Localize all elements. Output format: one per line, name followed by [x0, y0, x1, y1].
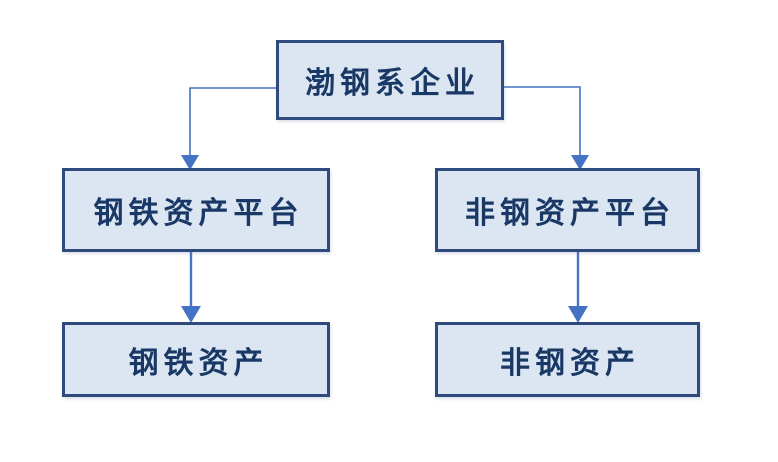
connector-line [189, 87, 276, 157]
node-label: 非钢资产 [500, 345, 640, 381]
node-steel-asset-platform: 钢铁资产平台 [62, 168, 330, 252]
arrowhead-icon [568, 306, 588, 323]
node-nonsteel-asset-platform: 非钢资产平台 [435, 168, 700, 252]
connector-nonsteel-platform-to-nonsteel-asset [568, 252, 588, 323]
arrowhead-icon [181, 306, 201, 323]
node-label: 渤钢系企业 [305, 66, 480, 101]
node-label: 非钢资产平台 [465, 196, 675, 231]
connector-line [504, 86, 581, 157]
connector-root-to-nonsteel-platform [504, 86, 589, 170]
connector-root-to-steel-platform [181, 87, 276, 170]
node-label: 钢铁资产平台 [93, 196, 304, 231]
node-root-enterprise: 渤钢系企业 [276, 40, 504, 120]
node-nonsteel-assets: 非钢资产 [435, 322, 700, 397]
node-steel-assets: 钢铁资产 [62, 322, 330, 397]
node-label: 钢铁资产 [128, 345, 269, 381]
connector-steel-platform-to-steel-asset [181, 252, 201, 323]
